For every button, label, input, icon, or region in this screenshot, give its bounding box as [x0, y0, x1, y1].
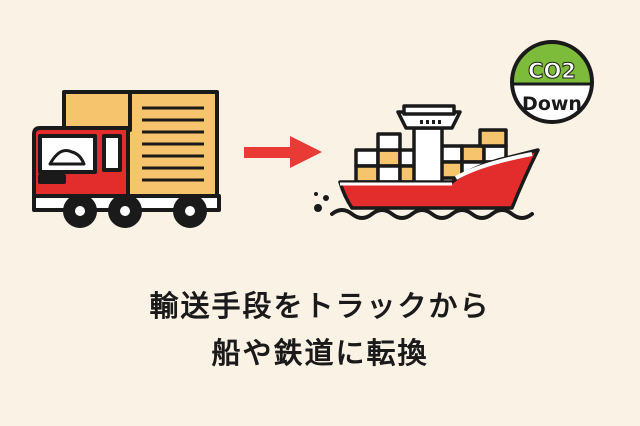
truck-icon: [32, 90, 221, 228]
arrow-right-icon: [244, 136, 322, 168]
caption-line-1: 輸送手段をトラックから: [149, 289, 491, 323]
cargo-ship-icon: [314, 104, 540, 220]
badge-bottom-text: Down: [522, 93, 582, 115]
co2-down-badge: CO2 Down: [510, 40, 594, 124]
caption-line-2: 船や鉄道に転換: [211, 336, 429, 370]
badge-top-text: CO2: [528, 59, 576, 83]
